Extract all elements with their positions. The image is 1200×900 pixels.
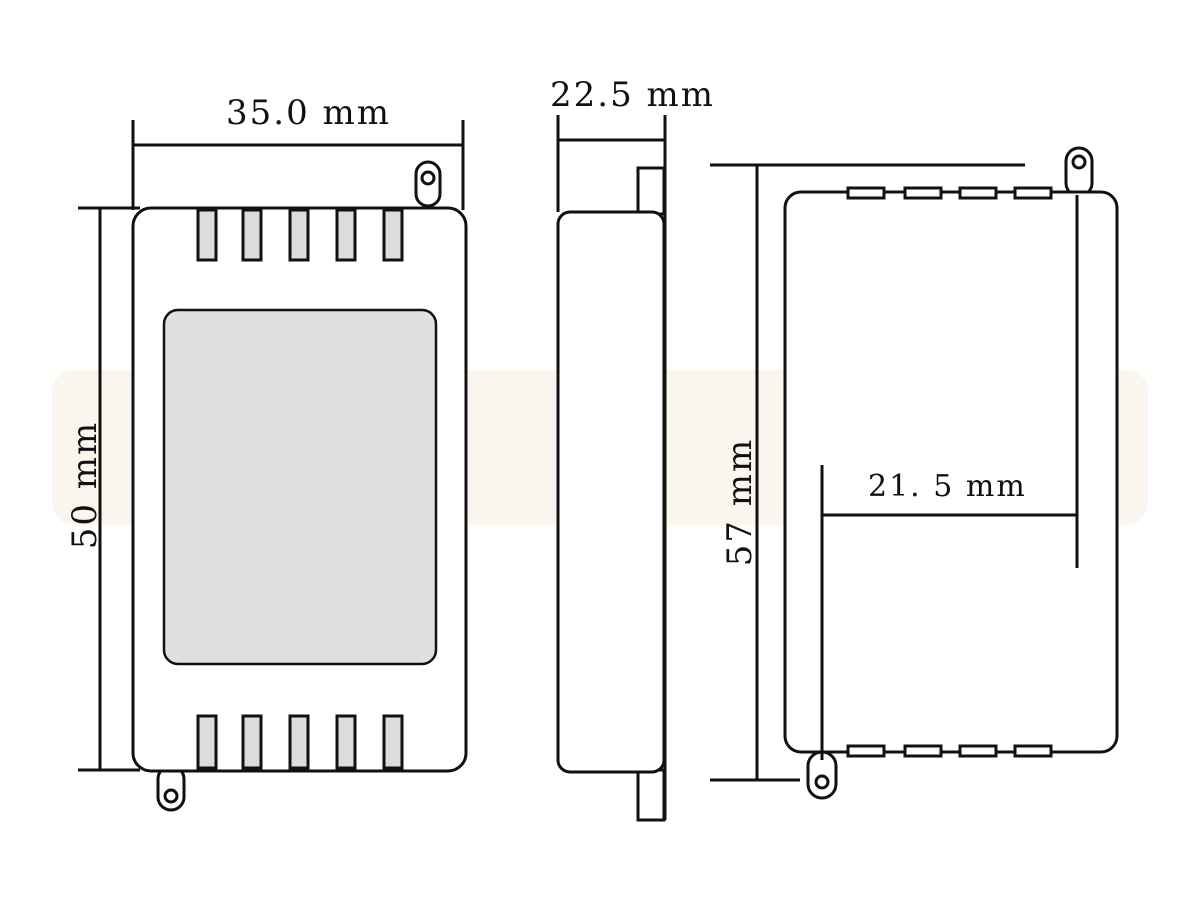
slot <box>196 714 218 770</box>
rib <box>903 744 943 758</box>
front-view <box>78 120 468 812</box>
front-slots-bottom <box>196 714 404 770</box>
front-mount-tab-top <box>414 160 442 208</box>
slot <box>288 714 310 770</box>
side-inner-label: 21. 5 mm <box>868 469 1027 504</box>
depth-tab-bottom <box>636 768 666 822</box>
side-ribs-top <box>846 186 1053 200</box>
front-width-label: 35.0 mm <box>226 93 391 133</box>
slot <box>288 208 310 262</box>
rib <box>846 186 886 200</box>
side-height-label: 57 mm <box>720 437 760 567</box>
rib <box>1013 186 1053 200</box>
depth-tab-top <box>636 166 666 216</box>
slot <box>382 714 404 770</box>
slot <box>196 208 218 262</box>
rib <box>903 186 943 200</box>
rib <box>958 744 998 758</box>
slot <box>335 714 357 770</box>
slot <box>335 208 357 262</box>
rib <box>958 186 998 200</box>
slot <box>241 714 263 770</box>
front-window <box>162 308 438 666</box>
depth-body <box>556 210 666 774</box>
side-ribs-bottom <box>846 744 1053 758</box>
depth-label: 22.5 mm <box>550 75 715 115</box>
slot <box>382 208 404 262</box>
side-view <box>710 146 1119 800</box>
slot <box>241 208 263 262</box>
front-height-label: 50 mm <box>65 420 105 550</box>
depth-view <box>556 115 667 822</box>
rib <box>846 744 886 758</box>
side-mount-tab-top <box>1064 146 1094 198</box>
side-body <box>783 190 1119 754</box>
front-slots-top <box>196 208 404 262</box>
rib <box>1013 744 1053 758</box>
side-mount-tab-bottom <box>806 750 838 800</box>
front-mount-tab-bottom <box>156 764 186 812</box>
